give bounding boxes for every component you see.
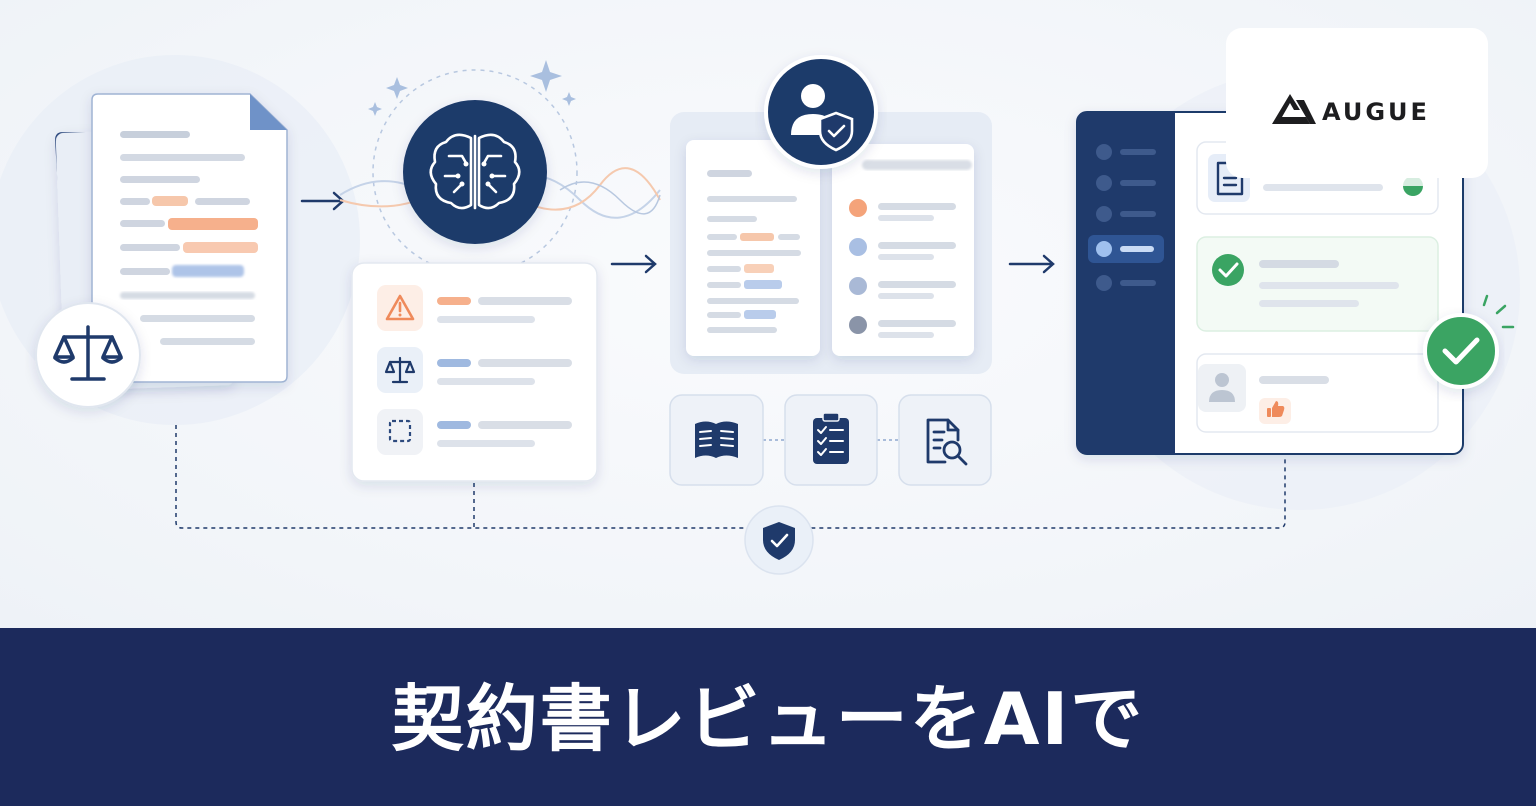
scales-icon	[53, 325, 123, 381]
checklist-icon	[813, 412, 849, 464]
dashed-box-icon	[388, 419, 412, 443]
document-search-icon	[926, 418, 968, 466]
expert-review	[669, 55, 992, 486]
avatar-icon	[1209, 373, 1235, 402]
contract-document	[35, 93, 288, 408]
check-circle-icon	[1212, 254, 1244, 286]
logo-mark-icon	[1272, 94, 1316, 124]
sparkle-icon	[368, 60, 576, 116]
arrow-icon	[610, 254, 657, 274]
ai-analysis	[339, 60, 661, 482]
headline: 契約書レビューをAIで	[391, 677, 1145, 761]
headline-banner: 契約書レビューをAIで	[0, 628, 1536, 806]
success-check-icon	[1423, 294, 1515, 389]
user-shield-icon	[791, 84, 854, 152]
arrow-icon	[1008, 254, 1055, 274]
shield-check-icon	[763, 522, 795, 560]
brand-name: AUGUE	[1322, 98, 1430, 126]
book-icon	[695, 421, 738, 458]
scales-icon	[384, 356, 416, 384]
workflow-illustration	[35, 55, 1515, 575]
thumbs-up-icon	[1267, 401, 1285, 417]
connector-line	[175, 425, 1286, 529]
brand-logo: AUGUE	[1226, 28, 1488, 178]
document-icon	[91, 93, 288, 383]
illustration-area: AUGUE	[0, 0, 1536, 628]
warning-icon	[385, 294, 415, 321]
